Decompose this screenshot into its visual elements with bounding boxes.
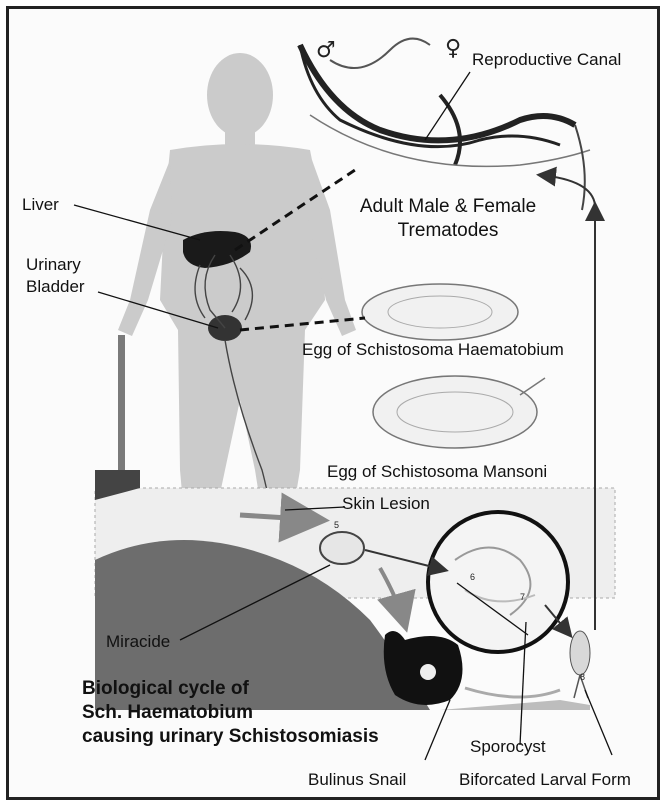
label-urinary: Urinary [26, 255, 81, 275]
label-bulinus-snail: Bulinus Snail [308, 770, 406, 790]
egg-haematobium-shape [362, 284, 518, 340]
label-bladder: Bladder [26, 277, 85, 297]
label-biforcated-larval-form: Biforcated Larval Form [459, 770, 631, 790]
caption-line3: causing urinary Schistosomiasis [82, 725, 379, 749]
label-miracide: Miracide [106, 632, 170, 652]
stage-number-8: 8 [580, 672, 585, 682]
male-symbol: ♂ [316, 38, 336, 63]
egg-mansoni-shape [373, 376, 537, 448]
miracidium-shape [320, 532, 364, 564]
label-adult-line2: Trematodes [348, 220, 548, 242]
caption-line2: Sch. Haematobium [82, 701, 253, 725]
stage-number-6: 6 [470, 572, 475, 582]
female-symbol: ♀ [445, 36, 461, 61]
stage-number-5: 5 [334, 520, 339, 530]
caption-line1: Biological cycle of [82, 677, 249, 701]
cercaria-shape [570, 631, 590, 675]
label-sporocyst: Sporocyst [470, 737, 546, 757]
label-reproductive-canal: Reproductive Canal [472, 50, 621, 70]
stage-number-7: 7 [520, 592, 525, 602]
label-liver: Liver [22, 195, 59, 215]
sporocyst-magnified-circle [428, 512, 568, 652]
label-adult-line1: Adult Male & Female [348, 196, 548, 218]
label-skin-lesion: Skin Lesion [342, 494, 430, 514]
label-egg-haematobium: Egg of Schistosoma Haematobium [302, 340, 564, 360]
label-egg-mansoni: Egg of Schistosoma Mansoni [327, 462, 547, 482]
